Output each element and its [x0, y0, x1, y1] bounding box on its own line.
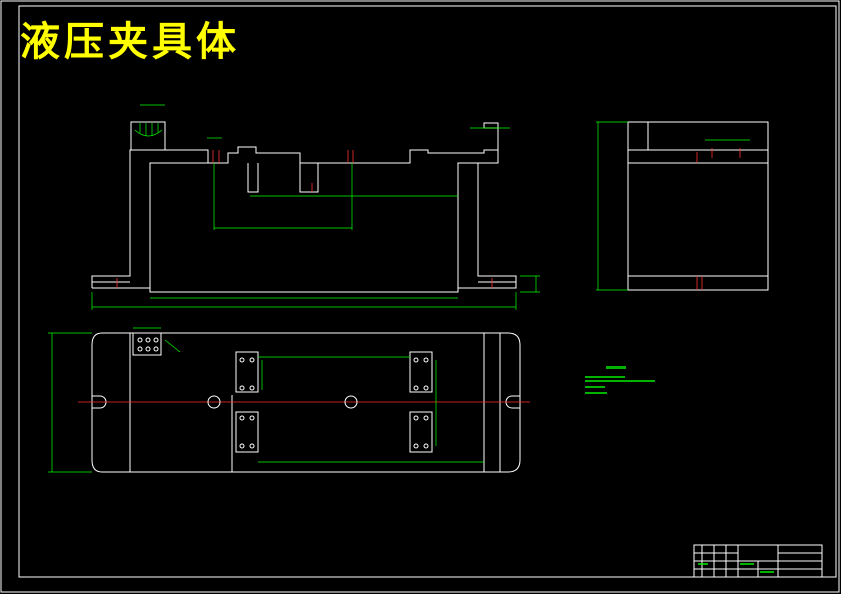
front-view-left-boss — [130, 121, 166, 151]
locating-hole-left — [207, 395, 221, 409]
side-view[interactable] — [596, 121, 769, 291]
title-block[interactable] — [693, 544, 823, 578]
top-view-corner-block — [132, 332, 162, 356]
side-view-outline — [627, 121, 769, 291]
drawing-title: 液压夹具体 — [20, 19, 240, 65]
clamp-pad-4 — [409, 411, 433, 453]
front-view-boss-arc — [134, 129, 163, 137]
front-view-rib-2 — [299, 163, 319, 193]
front-view[interactable] — [91, 104, 540, 310]
clamp-bolts — [239, 357, 429, 449]
front-view-cavity — [149, 162, 208, 288]
top-view[interactable] — [48, 327, 530, 473]
clamp-pad-2 — [235, 411, 259, 453]
corner-block-bolts — [137, 337, 159, 352]
front-view-outline — [91, 122, 517, 293]
technical-notes — [585, 366, 655, 394]
locating-hole-right — [344, 395, 358, 409]
front-view-cavity-right — [457, 162, 478, 288]
sheet-inner-border — [18, 5, 837, 578]
clamp-pad-3 — [409, 351, 433, 393]
top-dim-leader — [164, 339, 181, 353]
clamp-pad-1 — [235, 351, 259, 393]
front-view-center-rib — [247, 163, 259, 193]
top-view-outline — [91, 332, 521, 473]
